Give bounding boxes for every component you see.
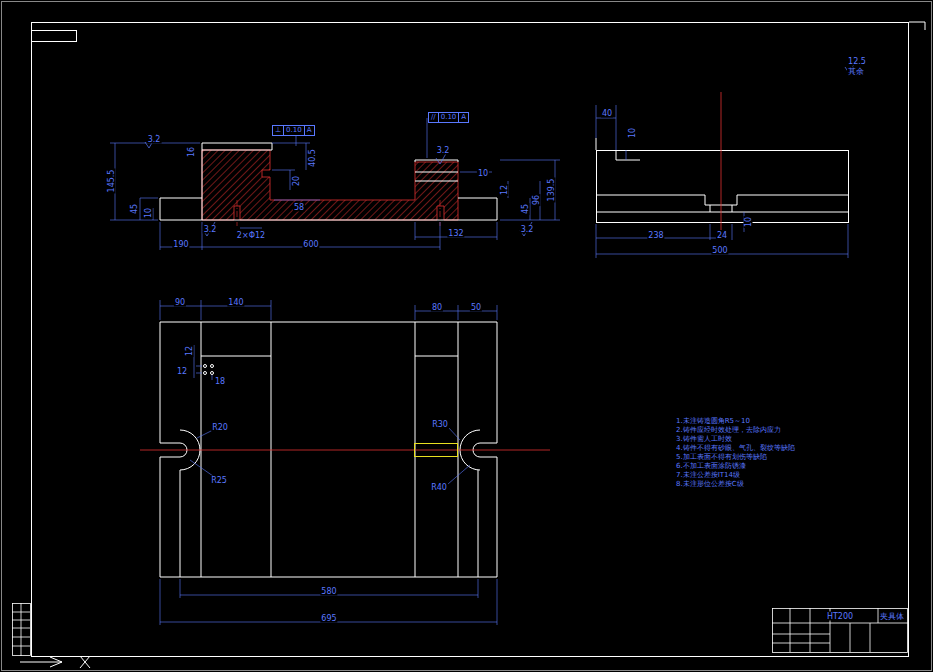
dimension-text: 40.5: [308, 148, 317, 168]
tolerance-cell: //: [429, 113, 438, 122]
dimension-text: 16: [187, 146, 196, 158]
dimension-text: R30: [431, 420, 449, 429]
technical-note: 3.铸件需人工时效: [676, 435, 732, 443]
dimension-text: 132: [447, 229, 464, 238]
dimension-text: 50: [470, 303, 482, 312]
dimension-text: 580: [320, 587, 337, 596]
dimension-text: 12: [176, 367, 188, 376]
technical-note: 5.加工表面不得有划伤等缺陷: [676, 453, 767, 461]
dimension-text: 夹具体: [879, 612, 905, 621]
dimension-text: 10: [144, 207, 153, 219]
dimension-text: 12: [500, 184, 509, 196]
dimension-text: 145.5: [107, 169, 116, 194]
dimension-text: 190: [172, 240, 189, 249]
dimension-text: 90: [174, 298, 186, 307]
tolerance-cell: A: [458, 113, 468, 122]
dimension-text: 24: [716, 231, 728, 240]
tolerance-frame: ⊥0.10A: [272, 125, 315, 136]
tolerance-cell: A: [304, 126, 314, 135]
dimension-text: 12: [185, 345, 194, 357]
technical-note: 1.未注铸造圆角R5～10: [676, 417, 750, 425]
dimension-text: 3.2: [436, 146, 451, 155]
dimension-text: 10: [477, 169, 489, 178]
dimension-text: 10: [744, 216, 753, 228]
dimension-text: 695: [320, 614, 337, 623]
dimension-text: 500: [711, 246, 728, 255]
technical-note: 2.铸件应经时效处理，去除内应力: [676, 426, 781, 434]
tolerance-cell: 0.10: [438, 113, 459, 122]
dimension-text: 20: [292, 175, 301, 187]
dimension-text: R20: [211, 423, 229, 432]
dimension-text: 45: [521, 203, 530, 215]
dimension-text: 18: [214, 377, 226, 386]
dimension-text: 3.2: [520, 225, 535, 234]
dimension-text: 40: [601, 109, 613, 118]
dimension-text: R25: [210, 476, 228, 485]
dimension-text: 58: [293, 203, 305, 212]
dimension-text: 96: [532, 194, 541, 206]
dimension-text: 3.2: [147, 135, 162, 144]
dimension-text: 其余: [847, 67, 865, 76]
tolerance-frame: //0.10A: [428, 112, 469, 123]
tolerance-cell: ⊥: [273, 126, 283, 135]
dimension-text: 80: [431, 303, 443, 312]
technical-note: 6.不加工表面涂防锈漆: [676, 462, 746, 470]
dimension-text: 238: [647, 231, 664, 240]
dimension-text: 600: [302, 240, 319, 249]
technical-note: 7.未注公差按IT14级: [676, 471, 740, 479]
dimension-text: HT200: [826, 612, 854, 621]
tolerance-cell: 0.10: [283, 126, 304, 135]
dimension-text: 140: [227, 298, 244, 307]
technical-note: 8.未注形位公差按C级: [676, 480, 744, 488]
dimension-text: 139.5: [547, 178, 556, 203]
dimension-text: 10: [628, 127, 637, 139]
dimension-text: R40: [430, 483, 448, 492]
dimension-text: 45: [130, 203, 139, 215]
dimension-text: 2×Φ12: [236, 231, 266, 240]
dimension-text: 3.2: [203, 225, 218, 234]
dimension-text: 12.5: [847, 57, 867, 66]
technical-note: 4.铸件不得有砂眼、气孔、裂纹等缺陷: [676, 444, 795, 452]
